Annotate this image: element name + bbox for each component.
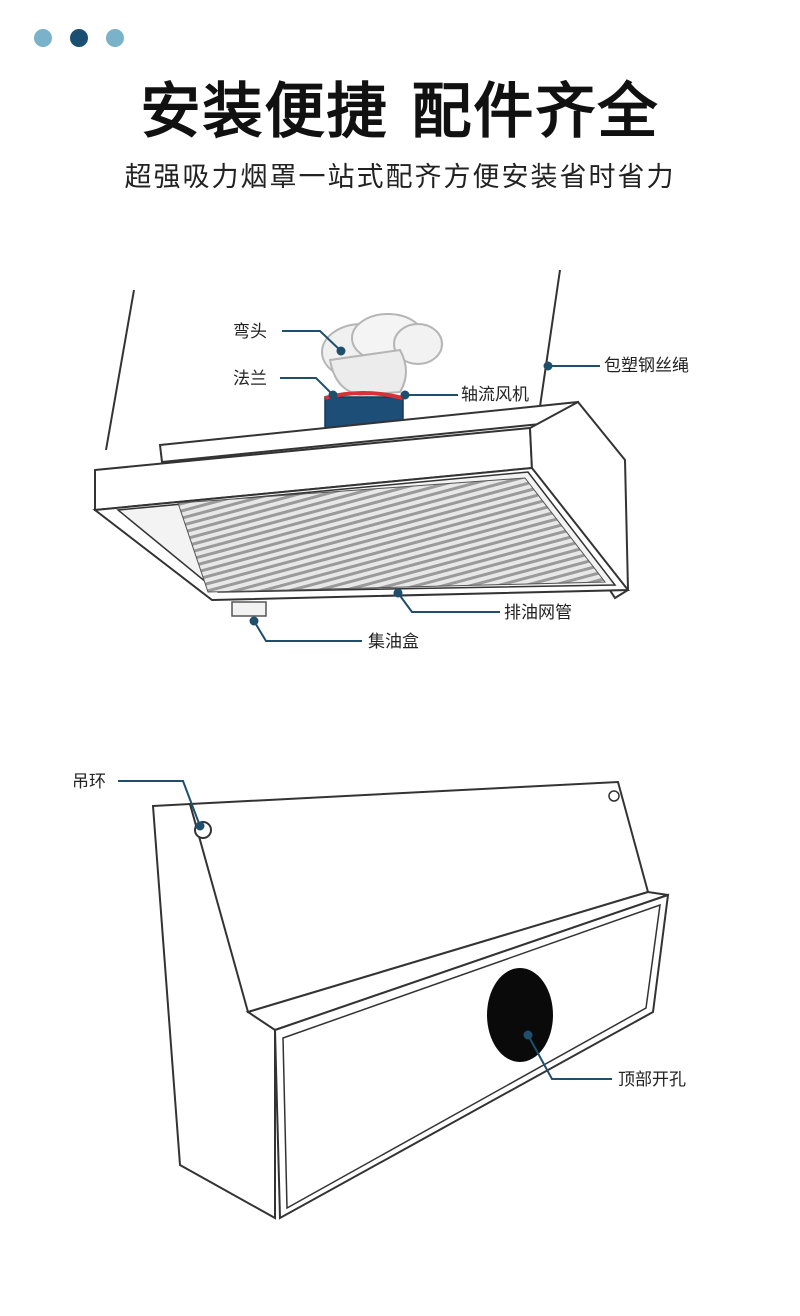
pagination-dots	[34, 29, 124, 47]
steel-wire-left	[105, 289, 135, 451]
filter-mesh	[177, 477, 606, 593]
leader-top-opening	[527, 1034, 612, 1080]
label-oil-box: 集油盒	[368, 632, 419, 652]
leader-oil-box	[253, 620, 362, 642]
hood-front-inner	[282, 903, 661, 1210]
leader-flange	[280, 377, 334, 396]
hood-front-panel	[273, 893, 670, 1220]
hanging-ring-right	[608, 790, 620, 802]
dot-2	[70, 29, 88, 47]
label-flange: 法兰	[233, 369, 267, 389]
figure1-leaders	[249, 330, 600, 642]
label-filter-pipe: 排油网管	[504, 603, 572, 623]
steel-wire-right	[537, 269, 561, 421]
range-hood-back-figure	[151, 780, 670, 1220]
top-opening	[487, 968, 553, 1062]
dot-1	[34, 29, 52, 47]
hood-left-side	[151, 802, 276, 1220]
label-steel-wire: 包塑钢丝绳	[604, 356, 689, 376]
label-hanging-ring: 吊环	[72, 772, 106, 792]
figure2-leaders	[118, 780, 612, 1080]
leader-filter-pipe	[397, 592, 500, 613]
label-top-opening: 顶部开孔	[618, 1070, 686, 1090]
page-subtitle: 超强吸力烟罩一站式配齐方便安装省时省力	[124, 162, 676, 193]
page-title: 安装便捷 配件齐全	[140, 77, 660, 147]
leader-elbow	[282, 330, 342, 352]
oil-collection-box	[231, 601, 267, 617]
range-hood-figure	[92, 269, 631, 617]
dot-3	[106, 29, 124, 47]
label-axial-fan: 轴流风机	[461, 385, 529, 405]
leader-hanging-ring	[118, 780, 201, 827]
label-elbow: 弯头	[233, 322, 267, 342]
elbow-part	[321, 313, 443, 397]
